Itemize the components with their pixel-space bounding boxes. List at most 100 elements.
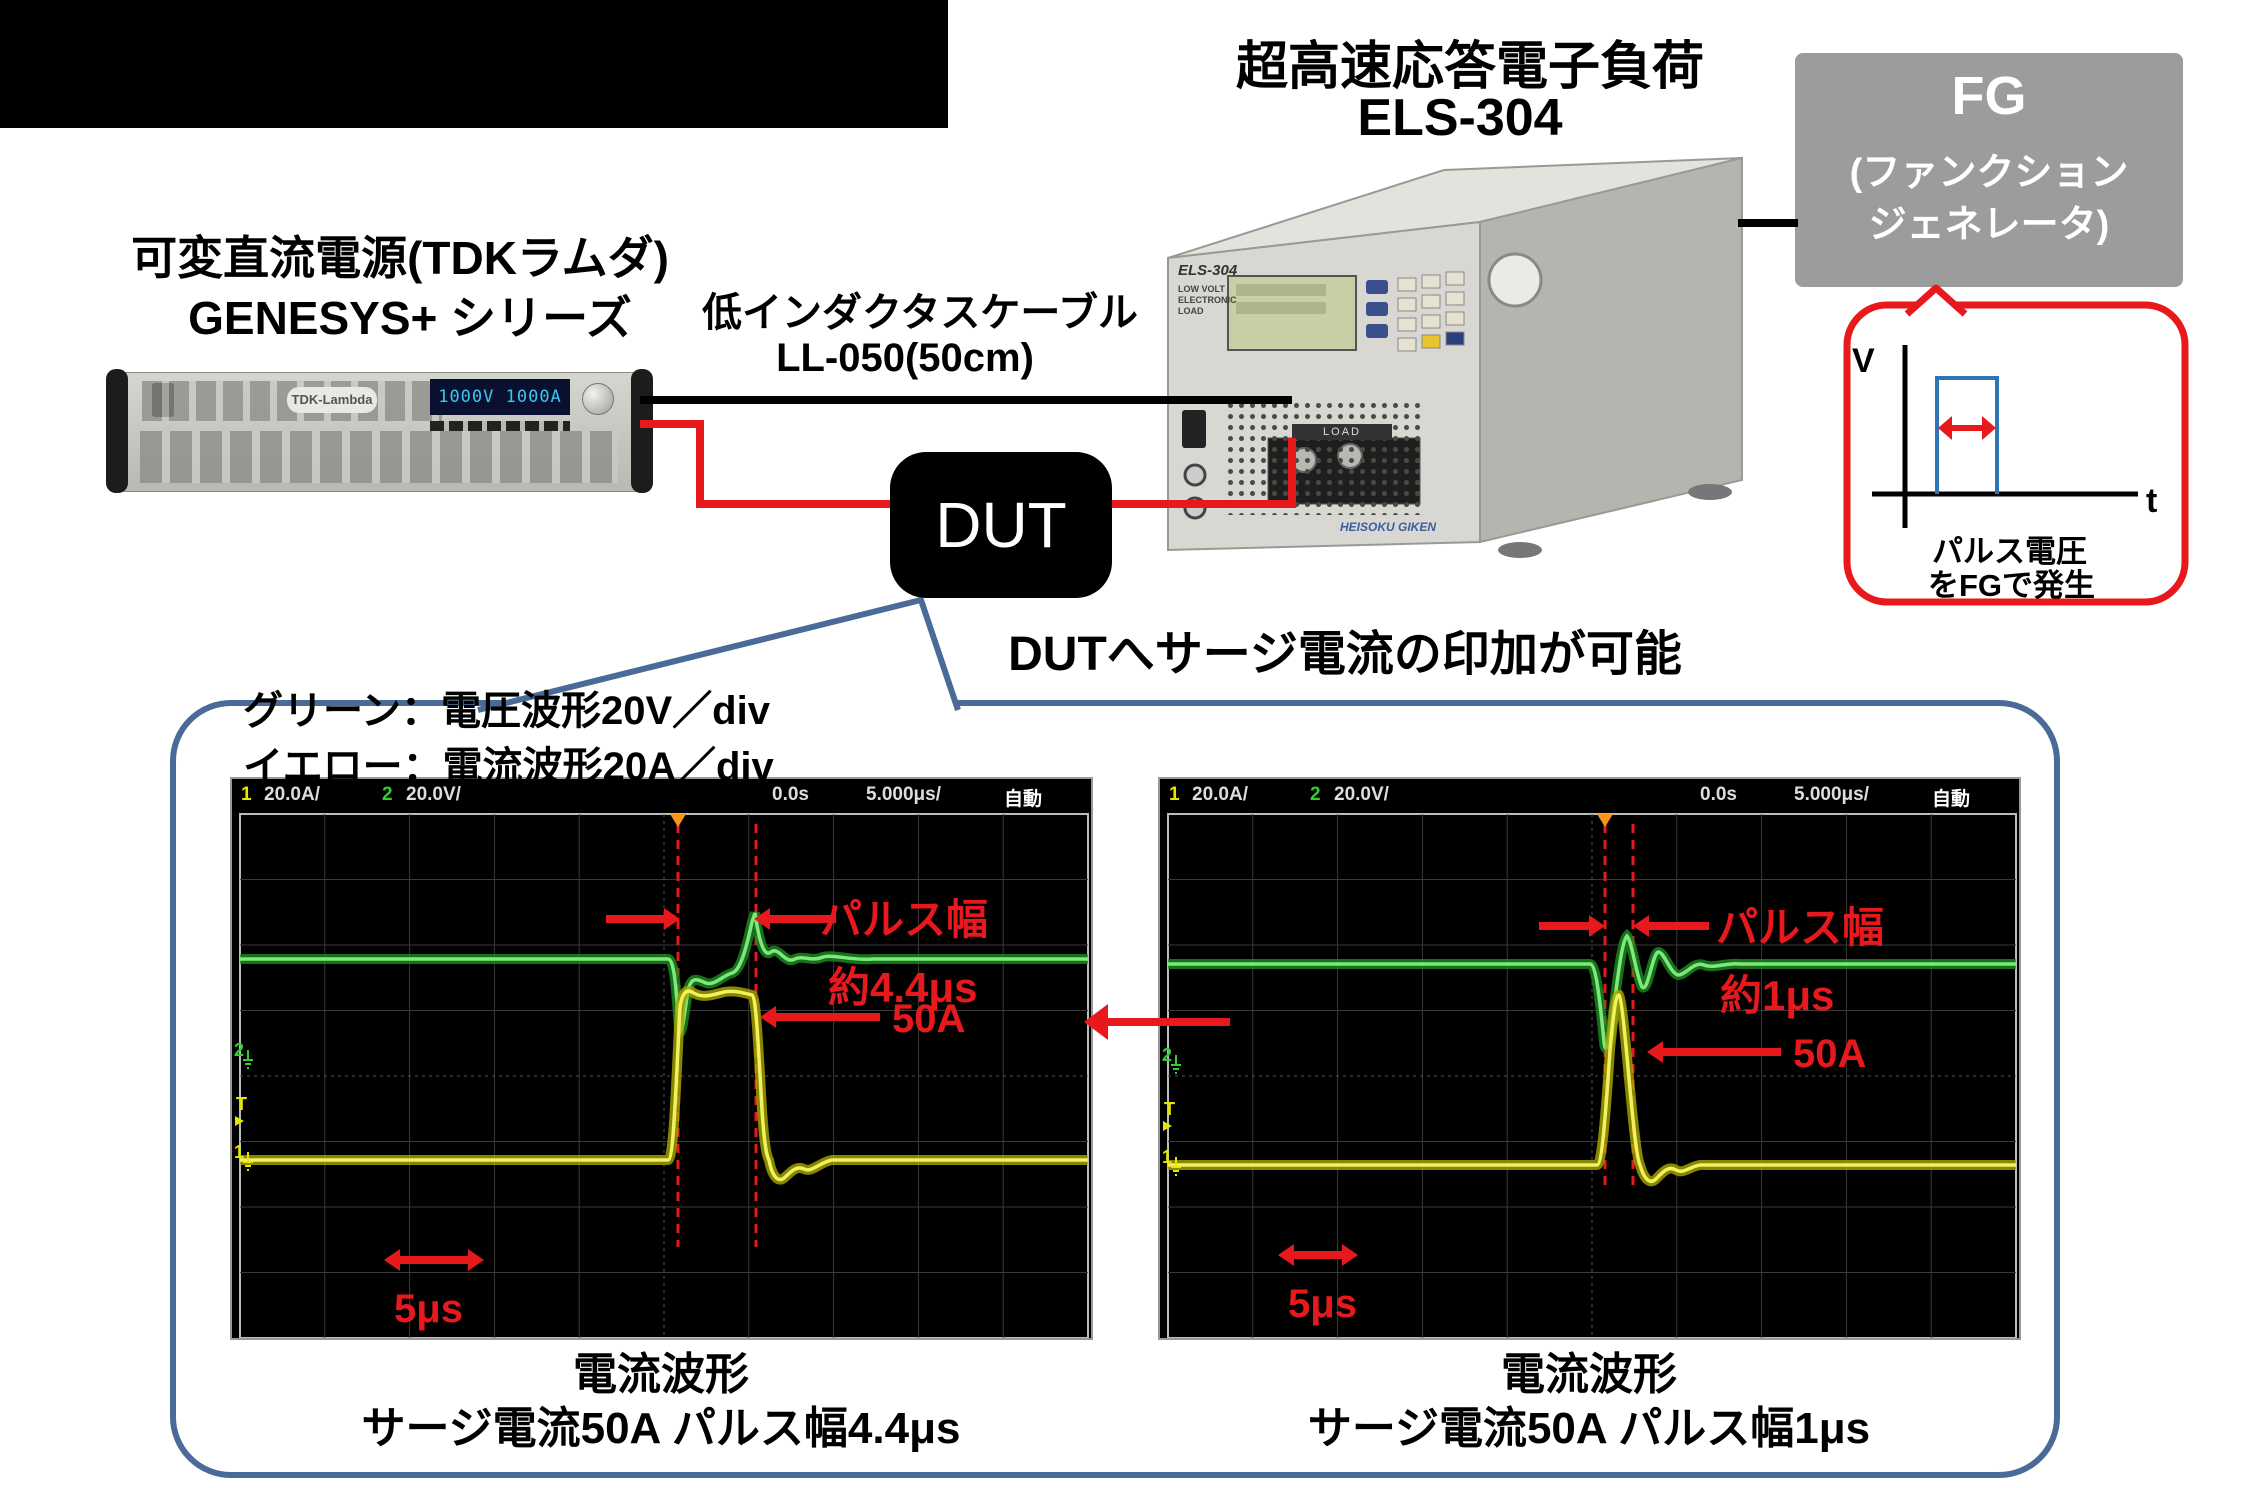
- current-50a-arrow: [760, 1006, 880, 1028]
- scope-callout-border: [170, 700, 2060, 1478]
- load-brand-text: HEISOKU GIKEN: [1340, 520, 1437, 534]
- load-power-switch: [1182, 410, 1206, 448]
- pulse-width-arrowhead: [1938, 416, 1952, 440]
- load-bnc-trig: [1183, 463, 1207, 487]
- time-position: 0.0s: [772, 784, 809, 805]
- scope1-header: 1 20.0A/ 2 20.0V/ 0.0s 5.000μs/ 自動: [232, 779, 1091, 810]
- pulse-width-value: 約1μs: [1720, 972, 1834, 1019]
- load-foot: [1498, 542, 1542, 558]
- ch2-scale: 20.0V/: [406, 784, 461, 805]
- fg-subtitle-line2: ジェネレータ): [1868, 204, 2110, 246]
- ch2-ground-marker: 2: [1162, 1045, 1172, 1065]
- psu-display: 1000V 1000A: [430, 379, 570, 415]
- scope-compare-arrowhead: [1084, 1004, 1108, 1040]
- fg-callout-pointer: [1904, 284, 1968, 317]
- pulse-graph-t-label: t: [2146, 482, 2157, 520]
- current-value: 50A: [892, 997, 965, 1041]
- load-fkeys: [1366, 280, 1388, 338]
- fg-callout-caption2: をFGで発生: [1928, 568, 2095, 603]
- load-keypad: [1397, 271, 1465, 352]
- trigger-marker: [670, 814, 686, 827]
- fg-callout-bubble: V t パルス電圧 をFGで発生: [1843, 284, 2189, 606]
- pulse-width-label: パルス幅: [820, 896, 988, 943]
- trigger-mode: 自動: [1932, 789, 1971, 810]
- legend-green: グリーン：電圧波形20V／div: [243, 689, 770, 733]
- ch2-scale: 20.0V/: [1334, 784, 1389, 805]
- ch1-number: 1: [1169, 784, 1180, 805]
- load-label-line1: 超高速応答電子負荷: [1235, 38, 1704, 96]
- scope-callout-bubble: [170, 597, 2060, 1478]
- fg-callout-caption1: パルス電圧: [1932, 534, 2087, 569]
- scope1-caption: 電流波形 サージ電流50A パルス幅4.4μs: [211, 1348, 1111, 1456]
- scope-callout-pointer: [477, 597, 961, 713]
- current-trace-yellow: [240, 989, 1088, 1182]
- fg-title: FG: [1951, 66, 2027, 126]
- trigger-mode: 自動: [1004, 789, 1043, 810]
- cable-label-line1: 低インダクタスケーブル: [702, 291, 1138, 335]
- pulse-width-label: パルス幅: [1716, 904, 1884, 951]
- fg-callout-border: [1843, 301, 2189, 606]
- surge-note: DUTへサージ電流の印加が可能: [1008, 628, 1682, 681]
- pulse-width-arrows: [606, 908, 836, 930]
- fg-subtitle-line1: (ファンクション: [1849, 152, 2129, 194]
- scope2-header: 1 20.0A/ 2 20.0V/ 0.0s 5.000μs/ 自動: [1160, 779, 2019, 810]
- load-label-line2: ELS-304: [1357, 89, 1563, 147]
- load-side-face: [1479, 156, 1743, 544]
- pulse-width-value: 約4.4μs: [828, 964, 977, 1011]
- ch1-scale: 20.0A/: [1192, 784, 1248, 805]
- time-position: 0.0s: [1700, 784, 1737, 805]
- timebase-value: 5μs: [394, 1287, 463, 1331]
- cable-red-psu-to-dut: [640, 420, 704, 428]
- scope2-caption-line2: サージ電流50A パルス幅1μs: [1307, 1404, 1871, 1453]
- ch1-ground-marker: 1: [234, 1142, 244, 1162]
- load-lcd-line: [1236, 284, 1326, 296]
- load-knob: [1487, 252, 1543, 308]
- scope2-caption-line1: 電流波形: [1501, 1350, 1677, 1399]
- scope-compare-arrow: [1100, 1018, 1230, 1026]
- psu-knob: [582, 383, 614, 415]
- load-lcd-line: [1236, 302, 1326, 314]
- current-value: 50A: [1793, 1032, 1866, 1076]
- voltage-trace-green: [1168, 933, 2016, 1050]
- ch2-number: 2: [382, 784, 393, 805]
- scope1-graticule: パルス幅 約4.4μs 50A 5μs 2 T 1: [234, 813, 1089, 1338]
- legend-yellow: イエロー：電流波形20A／div: [243, 745, 774, 789]
- psu-right-handle: [631, 369, 653, 493]
- timebase-arrow: [384, 1249, 484, 1271]
- redacted-header-block: [0, 0, 948, 128]
- pulse-graph-pulse: [1935, 376, 1999, 494]
- load-desc-text: LOW VOLT ELECTRONIC LOAD: [1178, 284, 1237, 316]
- trigger-marker: [1597, 814, 1613, 827]
- pulse-graph-v-label: V: [1852, 342, 1875, 380]
- cable-red-dut-to-load: [1108, 500, 1296, 508]
- psu-label-line2: GENESYS+ シリーズ: [188, 292, 632, 344]
- ch1-number: 1: [241, 784, 252, 805]
- time-scale: 5.000μs/: [866, 784, 942, 805]
- scope1-caption-line1: 電流波形: [573, 1350, 749, 1399]
- load-model-text: ELS-304: [1178, 262, 1238, 279]
- load-terminal-label: LOAD: [1292, 424, 1392, 440]
- ch1-ground-marker: 1: [1162, 1147, 1172, 1167]
- psu-brand-logo: TDK-Lambda: [287, 387, 377, 413]
- power-supply-device: TDK-Lambda 1000V 1000A: [106, 369, 653, 493]
- trigger-level-marker: T: [236, 1094, 247, 1114]
- scope2-caption: 電流波形 サージ電流50A パルス幅1μs: [1139, 1348, 2039, 1456]
- trigger-level-marker: T: [1164, 1099, 1175, 1119]
- current-50a-arrow: [1647, 1041, 1781, 1063]
- cable-black-load-to-fg: [1738, 219, 1798, 227]
- psu-label-line1: 可変直流電源(TDKラムダ): [131, 232, 669, 284]
- oscilloscope-screenshot-2: 1 20.0A/ 2 20.0V/ 0.0s 5.000μs/ 自動: [1158, 777, 2021, 1340]
- cable-red-dut-to-load: [1288, 438, 1296, 508]
- cable-label-line2: LL-050(50cm): [776, 336, 1034, 380]
- ch2-ground-marker: 2: [234, 1040, 244, 1060]
- ch1-scale: 20.0A/: [264, 784, 320, 805]
- scope2-graticule: パルス幅 約1μs 50A 5μs 2 T 1: [1162, 813, 2017, 1338]
- pulse-width-arrows: [1539, 915, 1709, 937]
- psu-vents: [140, 431, 618, 483]
- psu-buttons: [430, 421, 570, 431]
- fg-box: FG (ファンクション ジェネレータ): [1795, 53, 2183, 287]
- ch2-number: 2: [1310, 784, 1321, 805]
- current-trace-yellow: [1168, 993, 2016, 1184]
- load-foot: [1688, 484, 1732, 500]
